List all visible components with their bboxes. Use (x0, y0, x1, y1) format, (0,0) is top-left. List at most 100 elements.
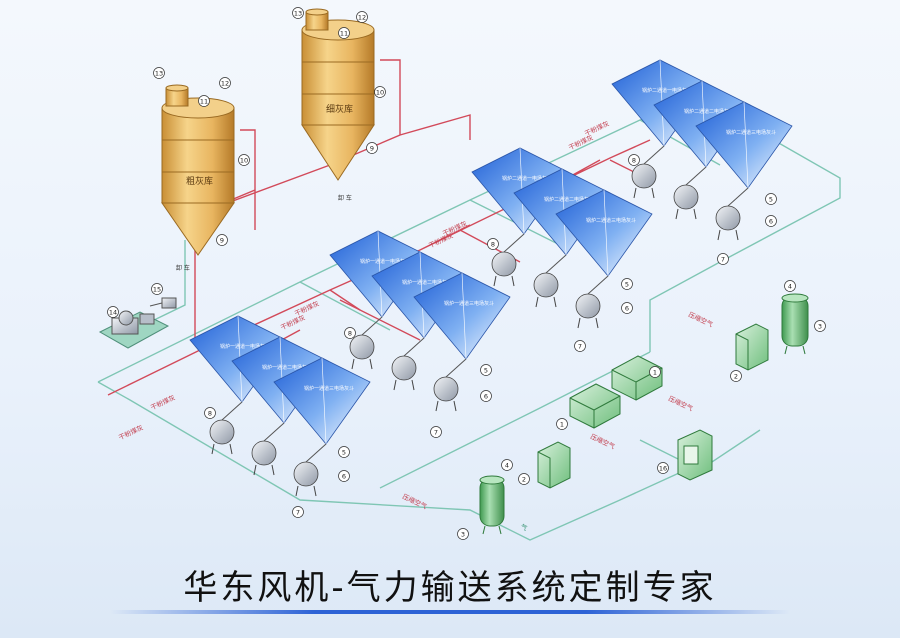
callout-circle (657, 462, 669, 474)
hopper-label: 锅炉二通道一电场灰斗 (642, 87, 692, 94)
callout-number: 6 (625, 304, 629, 312)
callout-number: 1 (560, 420, 564, 428)
callout-number: 1 (653, 368, 657, 376)
callout-number: 7 (578, 342, 582, 350)
callout-circle (501, 459, 513, 471)
hopper-label: 锅炉一通道二电场灰斗 (402, 279, 452, 286)
callout-circle (628, 154, 640, 166)
control-cabinet (677, 429, 713, 481)
callout-number: 7 (296, 508, 300, 516)
callout-number: 16 (659, 464, 667, 472)
callout-circle (338, 27, 350, 39)
callout-circle (730, 370, 742, 382)
hopper-pyramid (273, 357, 371, 445)
hopper-label: 锅炉一通道三电场灰斗 (304, 385, 354, 392)
callout-number: 5 (342, 448, 346, 456)
callout-circle (338, 470, 350, 482)
callout-circle (238, 154, 250, 166)
callout-circle (204, 407, 216, 419)
conveying-pump (433, 376, 459, 402)
conveying-pump (631, 163, 657, 189)
air-dryer-right (735, 323, 769, 371)
compressor-right (611, 355, 663, 401)
conveying-pump (349, 334, 375, 360)
conveying-pump (391, 355, 417, 381)
label-air-1: 压缩空气 (401, 492, 429, 511)
hopper-label: 锅炉一通道一电场灰斗 (220, 343, 270, 350)
air-tank-left (479, 475, 505, 535)
callout-circle (457, 528, 469, 540)
label-dry-ash-2: 干粉煤灰 (149, 392, 177, 411)
callout-circle (292, 506, 304, 518)
callout-circle (487, 238, 499, 250)
silo-coarse-ash: 粗灰库 卸 车 (161, 84, 235, 272)
callout-number: 4 (505, 461, 509, 469)
callout-number: 12 (221, 79, 229, 87)
callout-circle (621, 278, 633, 290)
callout-number: 3 (461, 530, 465, 538)
silo-coarse-outlet: 卸 车 (176, 264, 190, 272)
conveying-pump (491, 251, 517, 277)
callout-circle (480, 390, 492, 402)
silo-fine-ash: 细灰库 卸 车 (301, 8, 375, 202)
caption-title: 华东风机-气力输送系统定制专家 (183, 568, 717, 608)
conveying-pump (673, 184, 699, 210)
callout-number: 9 (220, 236, 224, 244)
callout-circle (518, 473, 530, 485)
callout-number: 13 (155, 69, 163, 77)
callout-number: 11 (200, 97, 208, 105)
conveying-pump (251, 440, 277, 466)
hopper-label: 锅炉一通道三电场灰斗 (444, 300, 494, 307)
callout-circle (717, 253, 729, 265)
callout-number: 6 (769, 217, 773, 225)
callout-number: 9 (370, 144, 374, 152)
callout-number: 7 (434, 428, 438, 436)
hopper-label: 锅炉一通道二电场灰斗 (262, 364, 312, 371)
hopper-label: 锅炉二通道二电场灰斗 (684, 108, 734, 115)
label-dry-ash-1: 干粉煤灰 (117, 422, 145, 441)
callout-circle (621, 302, 633, 314)
silo-coarse-label: 粗灰库 (186, 175, 213, 187)
hopper-label: 锅炉二通道二电场灰斗 (544, 196, 594, 203)
label-dry-ash-3: 干粉煤灰 (279, 312, 307, 331)
callout-number: 8 (208, 409, 212, 417)
callout-circle (366, 142, 378, 154)
callout-number: 4 (788, 282, 792, 290)
conveying-pump (209, 419, 235, 445)
conveying-pump (575, 293, 601, 319)
callout-number: 12 (358, 13, 366, 21)
callout-circle (556, 418, 568, 430)
callout-circle (814, 320, 826, 332)
hopper-label: 锅炉二通道三电场灰斗 (726, 129, 776, 136)
callout-number: 11 (340, 29, 348, 37)
callout-number: 5 (625, 280, 629, 288)
compressor-left (569, 383, 621, 429)
callout-circle (574, 340, 586, 352)
callout-circle (292, 7, 304, 19)
hopper-pyramid (695, 101, 793, 189)
roots-blower (98, 310, 170, 349)
caption-underline (110, 610, 790, 614)
callout-circle (649, 366, 661, 378)
label-air-2: 压缩空气 (589, 432, 617, 451)
callout-number: 3 (818, 322, 822, 330)
callout-number: 10 (240, 156, 248, 164)
label-air-3: 压缩空气 (667, 394, 695, 413)
callout-number: 2 (522, 475, 526, 483)
callout-number: 8 (491, 240, 495, 248)
callout-circle (338, 446, 350, 458)
callout-circle (765, 215, 777, 227)
callout-number: 13 (294, 9, 302, 17)
callout-circle (198, 95, 210, 107)
callout-circle (374, 86, 386, 98)
callout-circle (784, 280, 796, 292)
callout-number: 6 (484, 392, 488, 400)
callout-number: 2 (734, 372, 738, 380)
callout-number: 10 (376, 88, 384, 96)
callout-circle (107, 306, 119, 318)
callout-circle (153, 67, 165, 79)
